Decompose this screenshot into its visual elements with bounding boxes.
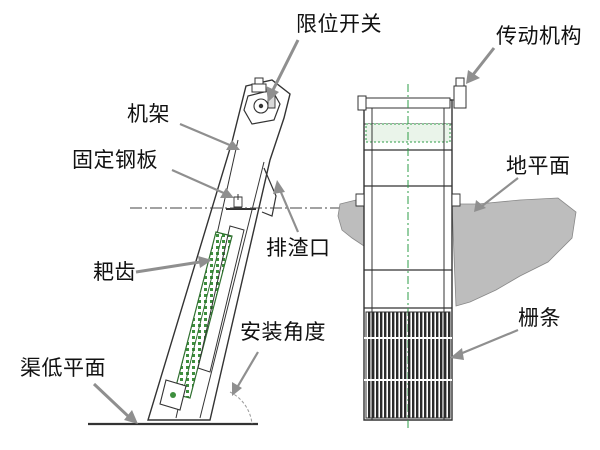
side-view [88, 78, 290, 424]
channel-bottom-label: 渠低平面 [20, 356, 106, 380]
install-angle-label: 安装角度 [240, 320, 326, 344]
front-view [338, 78, 576, 430]
leader-discharge [278, 189, 300, 233]
discharge-outlet-chute [262, 168, 276, 216]
leader-channel-bottom [92, 382, 132, 420]
left-bearing [358, 96, 366, 110]
install-angle-arc [230, 392, 252, 424]
ground-terrain-right [452, 198, 576, 306]
rake-teeth-assembly [160, 226, 244, 410]
fixed-steel-plate-label: 固定钢板 [72, 148, 158, 172]
drive-motor [450, 78, 466, 108]
left-bracket [356, 194, 364, 206]
fixed-steel-plate [226, 194, 256, 209]
leader-grid-bars [459, 328, 519, 356]
leader-ground-level [481, 177, 519, 207]
right-bracket [452, 194, 460, 206]
frame-label: 机架 [127, 102, 170, 126]
ground-terrain-left [338, 200, 364, 246]
leader-frame [179, 122, 233, 148]
ground-level-label: 地平面 [506, 154, 571, 178]
leader-rake-teeth [135, 260, 201, 274]
rake-teeth-label: 耙齿 [93, 260, 136, 284]
limit-switch-label: 限位开关 [296, 12, 382, 36]
grid-bars [366, 312, 450, 418]
leader-lines [92, 39, 519, 424]
leader-install-angle [237, 351, 259, 387]
leader-drive-mechanism [470, 47, 496, 77]
leader-fixed-plate [171, 168, 227, 196]
limit-switch-device [252, 78, 275, 114]
frame-inner-rail-2 [200, 162, 264, 418]
grid-bars-label: 栅条 [518, 306, 561, 330]
discharge-outlet-label: 排渣口 [266, 236, 331, 260]
leader-limit-switch [270, 39, 300, 93]
drive-mechanism-label: 传动机构 [496, 24, 582, 48]
